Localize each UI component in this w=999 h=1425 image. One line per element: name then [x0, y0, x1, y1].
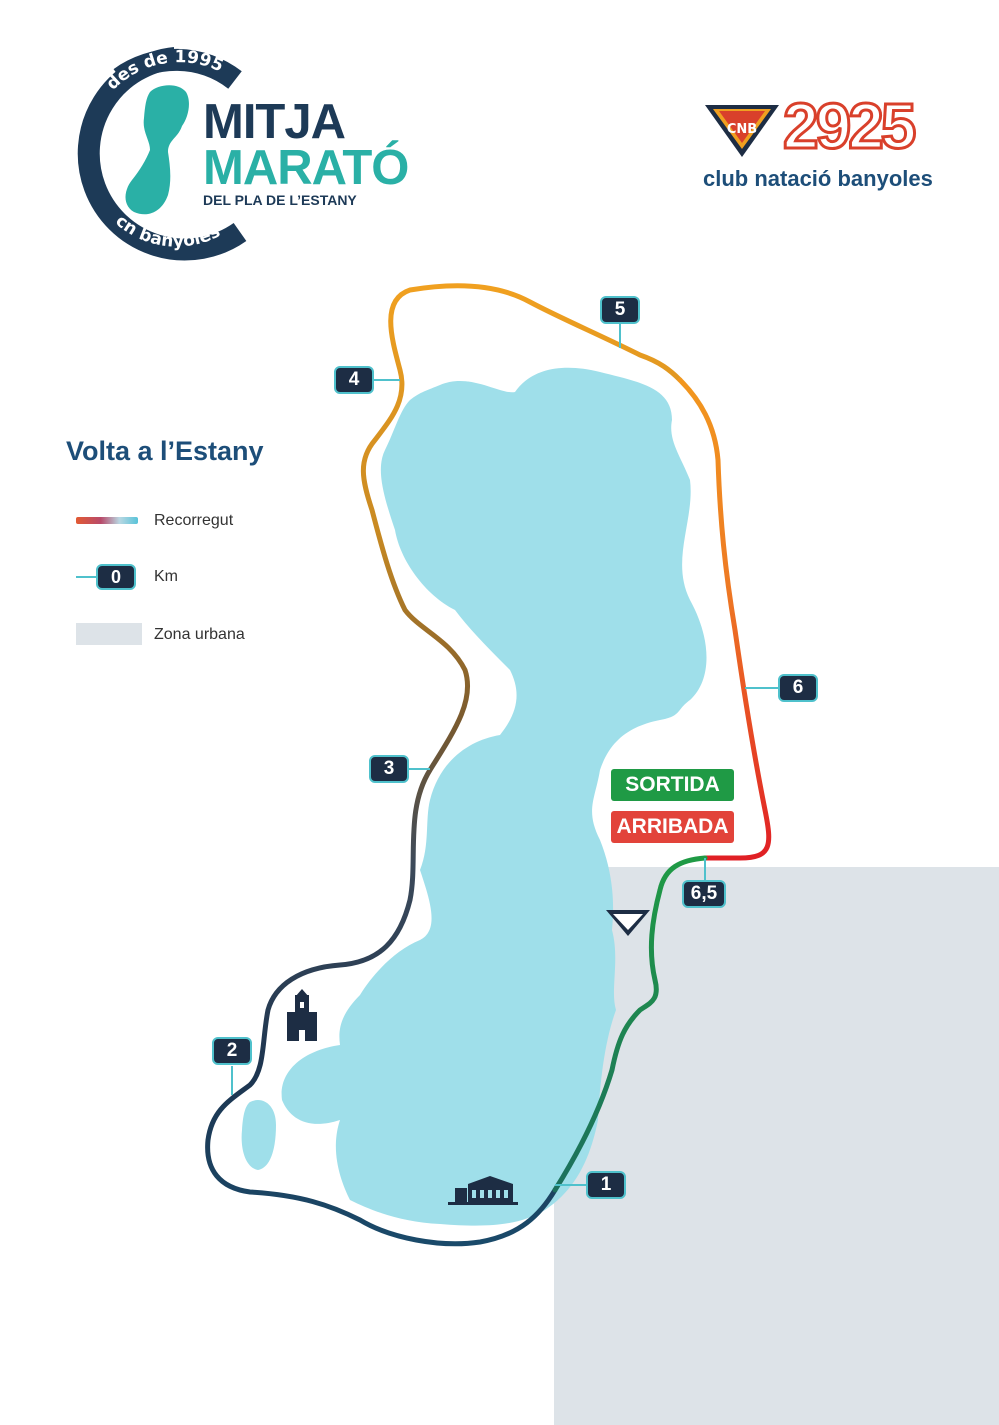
building-icon — [448, 1176, 518, 1205]
km-marker-4: 4 — [334, 366, 374, 394]
route-west — [205, 283, 683, 1247]
legend-label: Zona urbana — [154, 626, 245, 643]
church-icon — [287, 989, 317, 1041]
club-badge-text: CNB — [727, 122, 757, 137]
km-marker-2: 2 — [212, 1037, 252, 1065]
club-year: 2925 — [781, 90, 917, 162]
club-shield-icon: CNB — [705, 105, 779, 157]
route-start-stretch — [552, 855, 708, 1193]
logo-title-line3: DEL PLA DE L’ESTANY — [203, 192, 357, 208]
km-badge-sample: 0 — [96, 564, 136, 590]
finish-label: ARRIBADA — [611, 811, 734, 843]
legend-title: Volta a l’Estany — [66, 436, 264, 466]
km-marker-5: 5 — [600, 296, 640, 324]
legend-label: Recorregut — [154, 512, 234, 529]
club-location-icon — [606, 910, 650, 936]
legend-label: Km — [154, 568, 178, 585]
club-name: club natació banyoles — [703, 166, 933, 191]
lake-islet — [241, 1100, 276, 1170]
km-marker-3: 3 — [369, 755, 409, 783]
urban-zone — [554, 867, 999, 1425]
logo-title-line2: MARATÓ — [203, 141, 409, 195]
route-east — [677, 377, 772, 861]
km-marker-6: 6 — [778, 674, 818, 702]
logo-title-line1: MITJA — [203, 95, 346, 149]
route-gradient-swatch — [76, 517, 138, 524]
urban-swatch — [76, 623, 142, 645]
lake — [281, 367, 707, 1226]
km-marker-1: 1 — [586, 1171, 626, 1199]
start-label: SORTIDA — [611, 769, 734, 801]
km-marker-6-5: 6,5 — [682, 880, 726, 908]
marker-connectors — [231, 323, 780, 1186]
